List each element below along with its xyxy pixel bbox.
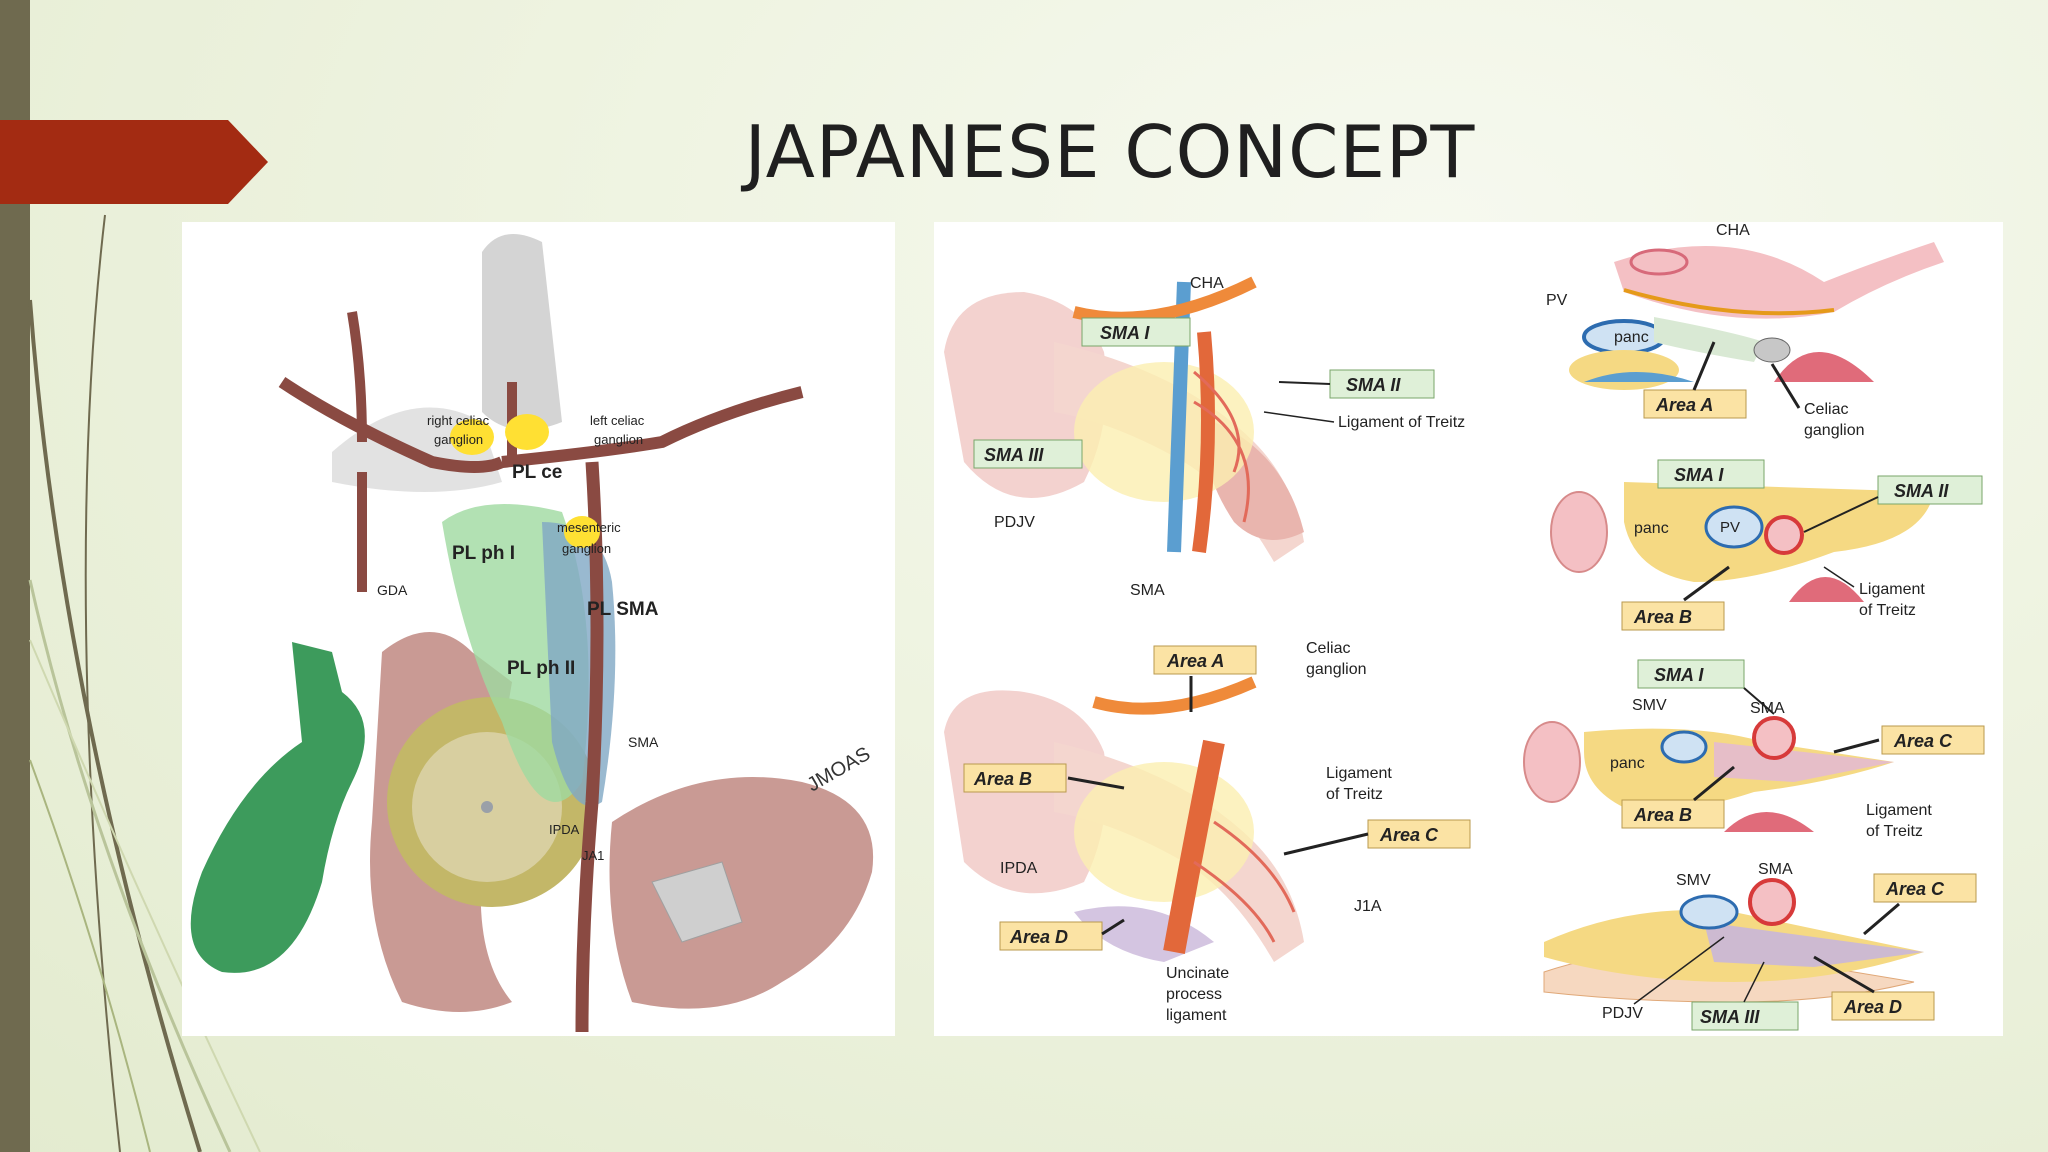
cs3-sma1-label: SMA I (1654, 665, 1704, 685)
celiac-ganglion-label: ganglion (1306, 661, 1367, 678)
sma1-label: SMA I (1100, 323, 1150, 343)
sma3-label: SMA III (984, 445, 1044, 465)
area-c-label: Area C (1379, 825, 1439, 845)
cross-section-2: SMA I SMA II panc PV Area B Ligament of … (1551, 460, 1982, 630)
cs2-ligament-label: Ligament (1859, 581, 1925, 598)
label-sma: SMA (628, 734, 659, 750)
cs4-area-d-label: Area D (1843, 997, 1902, 1017)
cs1-celiac-label: Celiac (1804, 401, 1848, 418)
sma2-label: SMA II (1346, 375, 1401, 395)
cs2-area-b-label: Area B (1633, 607, 1692, 627)
cs2-panc-label: panc (1634, 520, 1669, 537)
label-pl-sma: PL SMA (587, 599, 659, 620)
cs2-sma1-label: SMA I (1674, 465, 1724, 485)
cs2-sma2-label: SMA II (1894, 481, 1949, 501)
label-mesenteric-ganglion: ganglion (562, 541, 611, 556)
ligament-of-treitz-label: of Treitz (1326, 786, 1383, 803)
label-mesenteric: mesenteric (557, 520, 621, 535)
cs2-pv-label: PV (1720, 519, 1740, 536)
slide-title: JAPANESE CONCEPT (700, 110, 1520, 194)
label-left-celiac-ganglion: ganglion (594, 432, 643, 447)
label-pl-ph2: PL ph II (507, 658, 575, 679)
label-right-celiac-ganglion: ganglion (434, 432, 483, 447)
cs1-celiac-ganglion-label: ganglion (1804, 422, 1865, 439)
cs3-area-c-label: Area C (1893, 731, 1953, 751)
cs3-area-b-label: Area B (1633, 805, 1692, 825)
cs4-area-c-label: Area C (1885, 879, 1945, 899)
cs1-pv-label: PV (1546, 292, 1568, 309)
cross-section-4: SMA SMV Area C PDJV SMA III Area D (1544, 861, 1976, 1030)
sma-label: SMA (1130, 582, 1165, 599)
bottom-left-diagram: Area A Celiac ganglion Area B Ligament o… (944, 640, 1470, 1024)
treitz-label: Ligament of Treitz (1338, 414, 1465, 431)
j1a-label: J1A (1354, 898, 1382, 915)
plexus-illustration-panel: right celiac ganglion left celiac gangli… (182, 222, 895, 1036)
label-pl-ce: PL ce (512, 462, 562, 483)
title-accent-tab (0, 120, 268, 204)
cs1-cha-label: CHA (1716, 222, 1750, 239)
ipda-label: IPDA (1000, 860, 1038, 877)
cs4-pdjv-label: PDJV (1602, 1005, 1643, 1022)
cs4-sma3-label: SMA III (1700, 1007, 1760, 1027)
label-right-celiac: right celiac (427, 413, 490, 428)
areas-diagram-panel: SMA I CHA SMA II Ligament of Treitz SMA … (934, 222, 2003, 1036)
label-gda: GDA (377, 582, 408, 598)
cs4-sma-label: SMA (1758, 861, 1793, 878)
cs3-ligament-label: Ligament (1866, 802, 1932, 819)
cross-section-1: CHA PV panc Area A Celiac ganglion (1546, 222, 1944, 439)
label-ipda: IPDA (549, 822, 580, 837)
area-a-label: Area A (1166, 651, 1224, 671)
ligament-label: Ligament (1326, 765, 1392, 782)
uncinate-process-label: process (1166, 986, 1222, 1003)
cs1-area-a-label: Area A (1655, 395, 1713, 415)
uncinate-label: Uncinate (1166, 965, 1229, 982)
cs3-panc-label: panc (1610, 755, 1645, 772)
cs3-ligament-treitz-label: of Treitz (1866, 823, 1923, 840)
pdjv-label: PDJV (994, 514, 1035, 531)
label-ja1: JA1 (582, 848, 604, 863)
label-left-celiac: left celiac (590, 413, 645, 428)
label-pl-ph1: PL ph I (452, 543, 515, 564)
area-b-label: Area B (973, 769, 1032, 789)
artist-signature: JMOAS (804, 743, 875, 797)
cs3-smv-label: SMV (1632, 697, 1667, 714)
cross-section-3: SMA I SMV SMA panc Area C Area B Ligamen… (1524, 660, 1984, 840)
areas-diagram: SMA I CHA SMA II Ligament of Treitz SMA … (934, 222, 2003, 1036)
celiac-label: Celiac (1306, 640, 1350, 657)
cs2-ligament-treitz-label: of Treitz (1859, 602, 1916, 619)
top-left-diagram: SMA I CHA SMA II Ligament of Treitz SMA … (944, 275, 1465, 599)
cs1-panc-label: panc (1614, 329, 1649, 346)
cha-label: CHA (1190, 275, 1224, 292)
area-d-label: Area D (1009, 927, 1068, 947)
plexus-illustration: right celiac ganglion left celiac gangli… (182, 222, 895, 1036)
cs4-smv-label: SMV (1676, 872, 1711, 889)
uncinate-ligament-label: ligament (1166, 1007, 1227, 1024)
